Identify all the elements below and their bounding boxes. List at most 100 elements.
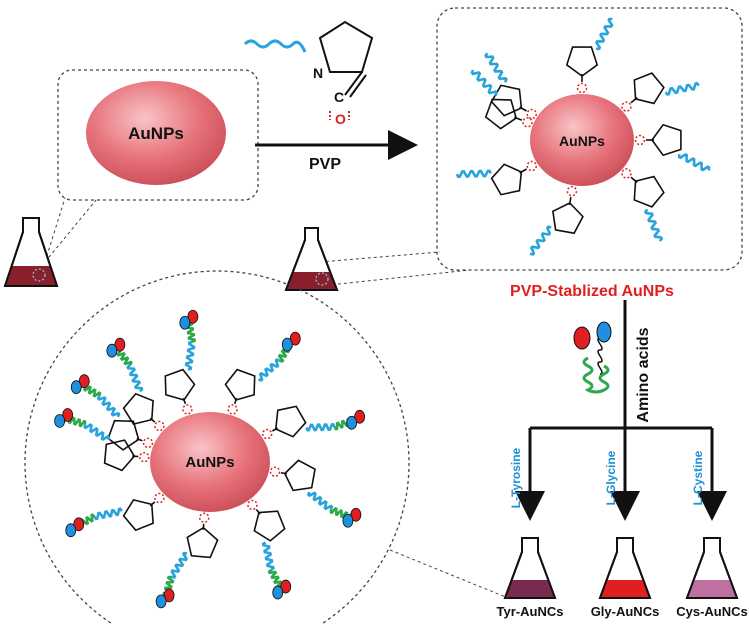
inset-box [436, 7, 743, 271]
polymer-chain [305, 423, 336, 432]
amino-blue-group [70, 380, 82, 395]
carbonyl-bond [233, 397, 238, 405]
amino-red-group [289, 331, 301, 346]
pyrrolidone-ring [186, 526, 219, 559]
polymer-chain [83, 423, 111, 441]
product-label: Gly-AuNCs [591, 604, 660, 619]
oxygen-dot [576, 82, 588, 94]
oxygen-dot [198, 512, 210, 524]
pvp-ligands [455, 17, 711, 256]
pvp-molecule: N C O [243, 20, 374, 127]
polymer-chain [664, 81, 700, 96]
amino-acids-label: Amino acids [635, 327, 652, 422]
amino-red-group [114, 337, 126, 352]
bare-aunps-panel: AuNPs [57, 69, 259, 201]
flask-liquid [600, 580, 650, 598]
polymer-chain [484, 52, 508, 83]
zoom-line [319, 269, 471, 287]
flask-pvp-aunps [284, 227, 339, 291]
flask-aunps [3, 217, 59, 287]
amino-capped-panel: AuNPs [24, 270, 410, 624]
amino-blue-group [106, 343, 118, 358]
amino-chain [162, 575, 175, 600]
amino-red-group [350, 507, 362, 522]
zoom-line [44, 197, 66, 263]
oxygen-dot [142, 437, 154, 449]
branch-amino-acid-label: L-Cystine [691, 450, 705, 505]
pyrrolidone-ring [122, 498, 154, 532]
polymer-chain [470, 69, 498, 97]
oxygen-dot [227, 404, 238, 415]
zoom-line [44, 199, 97, 263]
pvp-stabilized-label: PVP-Stablized AuNPs [510, 283, 674, 300]
oxygen-dot [261, 428, 273, 440]
polymer-chain [529, 225, 552, 256]
amino-red-group [187, 309, 199, 324]
nanoparticle [86, 81, 226, 185]
zoom-line [389, 549, 509, 599]
polymer-chain [455, 169, 492, 178]
inset-box [57, 69, 259, 201]
flask-liquid [687, 580, 737, 598]
amino-red-group [354, 409, 366, 424]
pyrrolidone-ring [253, 510, 286, 542]
oxygen-dot [522, 116, 533, 128]
amino-blue-group [281, 337, 293, 352]
aunps-label: AuNPs [559, 133, 605, 149]
amino-red-group [78, 374, 90, 389]
oxygen-dot [566, 185, 578, 197]
polymer-chain [96, 395, 121, 418]
carbonyl-bond [280, 471, 287, 475]
zoom-line [319, 251, 441, 263]
polymer-chain [307, 491, 334, 511]
product-label: Cys-AuNCs [676, 604, 748, 619]
pyrrolidone-ring [651, 123, 682, 157]
oxygen-dot [182, 404, 193, 415]
branches: L-TyrosineTyr-AuNCsL-GlycineGly-AuNCsL-C… [497, 428, 748, 619]
branch-amino-acid-label: L-Glycine [604, 450, 618, 505]
carbon-label: C [334, 89, 344, 105]
nanoparticle [530, 94, 634, 186]
pyrrolidone-ring [103, 439, 136, 472]
aunps-label: AuNPs [185, 454, 234, 471]
oxygen-dot [621, 101, 632, 112]
pyrrolidone-ring [122, 392, 154, 426]
pyrrolidone-ring [552, 202, 584, 235]
pyrrolidone-ring [565, 46, 599, 77]
amino-blue-group [272, 585, 284, 600]
amino-blue-group [54, 414, 66, 428]
polymer-chain [93, 507, 123, 521]
oxygen-dot [139, 451, 150, 463]
oxygen-dot [154, 492, 165, 504]
oxygen-label: O [335, 111, 346, 127]
polymer-chain [644, 208, 664, 242]
amino-red-group [73, 517, 85, 532]
nitrogen-label: N [313, 65, 323, 81]
polymer-chain [184, 340, 196, 371]
polymer-chain [257, 358, 281, 382]
carbonyl-bond [182, 397, 187, 405]
flask-outline [685, 537, 739, 599]
pvp-label: PVP [309, 156, 341, 173]
pyrrolidone-ring [283, 459, 316, 492]
amino-blue-group [179, 315, 191, 330]
oxygen-dot [634, 134, 646, 146]
flask-outline [503, 537, 557, 599]
amino-red-group [62, 408, 74, 422]
oxygen-dot [269, 466, 281, 477]
oxygen-dot [247, 499, 258, 511]
polymer-chain [170, 551, 189, 579]
polymer-chain [677, 152, 711, 172]
nanoparticle [150, 412, 270, 512]
oxygen-dot [154, 420, 165, 432]
branch-amino-acid-label: L-Tyrosine [509, 447, 523, 508]
pyrrolidone-ring [633, 72, 665, 105]
pyrrolidone-ring [633, 175, 665, 208]
amino-ligands [54, 309, 366, 609]
amino-blue-group [65, 523, 77, 538]
inset-circle [24, 270, 410, 624]
pyrrolidone-ring [224, 368, 256, 401]
amino-blue-group [346, 415, 358, 430]
pyrrolidone-ring [107, 419, 140, 451]
